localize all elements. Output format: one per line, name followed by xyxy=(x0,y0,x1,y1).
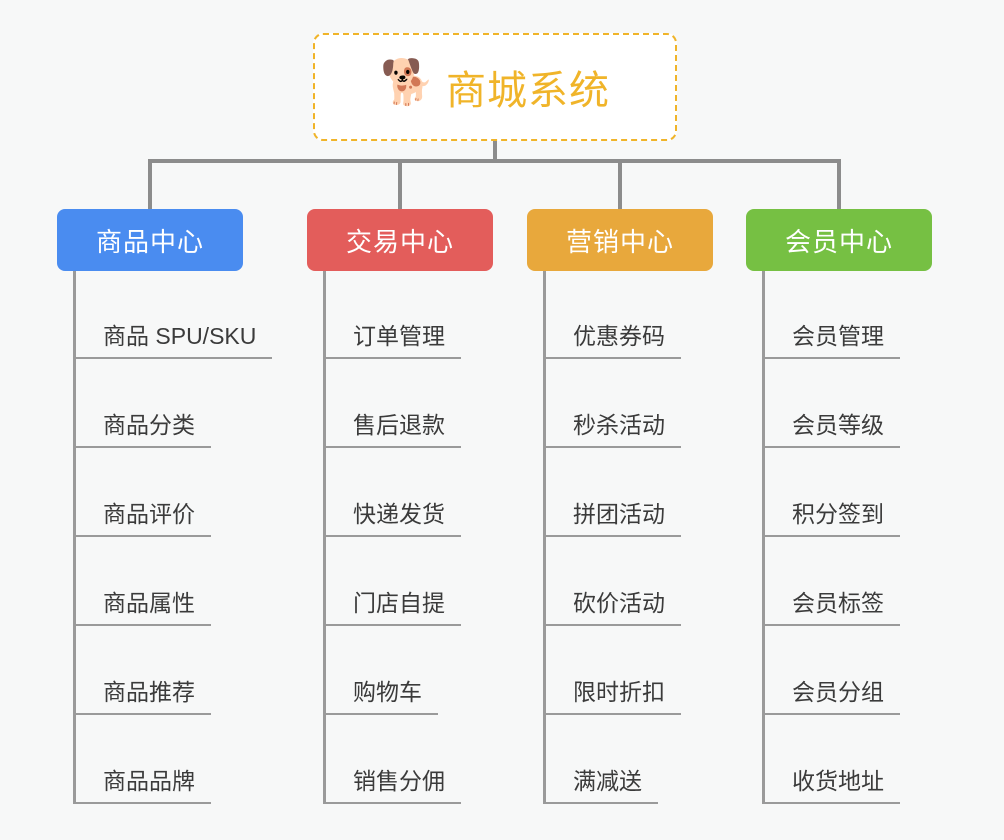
leaf-item-label: 商品评价 xyxy=(73,499,211,537)
branch-drop-connector-trade-center xyxy=(398,159,402,211)
leaf-item-label: 砍价活动 xyxy=(543,588,681,626)
leaf-item[interactable]: 砍价活动 xyxy=(543,580,681,626)
branch-trunk-line xyxy=(323,271,326,804)
leaf-item[interactable]: 会员标签 xyxy=(762,580,900,626)
leaf-item-label: 商品推荐 xyxy=(73,677,211,715)
leaf-item-label: 销售分佣 xyxy=(323,766,461,804)
leaf-item-label: 秒杀活动 xyxy=(543,410,681,448)
leaf-item-label: 商品 SPU/SKU xyxy=(73,321,273,359)
leaf-item[interactable]: 积分签到 xyxy=(762,491,900,537)
horizontal-bus-connector xyxy=(149,159,839,163)
leaf-item-label: 商品品牌 xyxy=(73,766,211,804)
category-label: 会员中心 xyxy=(784,226,893,257)
leaf-item-label: 门店自提 xyxy=(323,588,461,626)
branch-drop-connector-member-center xyxy=(837,159,841,211)
branch-trunk-line xyxy=(73,271,76,804)
leaf-item[interactable]: 商品 SPU/SKU xyxy=(73,313,273,359)
leaf-item-label: 优惠券码 xyxy=(543,321,681,359)
category-label: 营销中心 xyxy=(565,226,674,257)
leaf-item[interactable]: 满减送 xyxy=(543,758,658,804)
leaf-item[interactable]: 商品推荐 xyxy=(73,669,211,715)
leaf-item[interactable]: 会员分组 xyxy=(762,669,900,715)
leaf-item[interactable]: 商品属性 xyxy=(73,580,211,626)
root-node[interactable]: 🐕 商城系统 xyxy=(313,33,677,141)
leaf-item-label: 拼团活动 xyxy=(543,499,681,537)
leaf-item[interactable]: 秒杀活动 xyxy=(543,402,681,448)
category-box-member-center[interactable]: 会员中心 xyxy=(746,209,932,271)
leaf-item-label: 会员等级 xyxy=(762,410,900,448)
leaf-item-label: 会员分组 xyxy=(762,677,900,715)
leaf-item[interactable]: 门店自提 xyxy=(323,580,461,626)
leaf-item-label: 商品属性 xyxy=(73,588,211,626)
leaf-item[interactable]: 购物车 xyxy=(323,669,438,715)
leaf-item-label: 积分签到 xyxy=(762,499,900,537)
branch-trunk-line xyxy=(762,271,765,804)
root-stem-connector xyxy=(493,141,497,163)
category-box-trade-center[interactable]: 交易中心 xyxy=(307,209,493,271)
branch-drop-connector-marketing-center xyxy=(618,159,622,211)
leaf-item[interactable]: 拼团活动 xyxy=(543,491,681,537)
leaf-item[interactable]: 快递发货 xyxy=(323,491,461,537)
category-label: 商品中心 xyxy=(95,226,204,257)
root-title: 商城系统 xyxy=(446,69,610,113)
leaf-item[interactable]: 收货地址 xyxy=(762,758,900,804)
category-label: 交易中心 xyxy=(345,226,454,257)
leaf-item-label: 满减送 xyxy=(543,766,658,804)
leaf-item-label: 会员标签 xyxy=(762,588,900,626)
category-box-marketing-center[interactable]: 营销中心 xyxy=(527,209,713,271)
leaf-item[interactable]: 会员管理 xyxy=(762,313,900,359)
leaf-item-label: 购物车 xyxy=(323,677,438,715)
leaf-item-label: 收货地址 xyxy=(762,766,900,804)
leaf-item-label: 售后退款 xyxy=(323,410,461,448)
leaf-item[interactable]: 商品评价 xyxy=(73,491,211,537)
shiba-dog-face-icon: 🐕 xyxy=(380,58,435,107)
leaf-item[interactable]: 商品品牌 xyxy=(73,758,211,804)
leaf-item-label: 限时折扣 xyxy=(543,677,681,715)
leaf-item-label: 商品分类 xyxy=(73,410,211,448)
leaf-item-label: 订单管理 xyxy=(323,321,461,359)
leaf-item[interactable]: 优惠券码 xyxy=(543,313,681,359)
category-box-product-center[interactable]: 商品中心 xyxy=(57,209,243,271)
leaf-item[interactable]: 会员等级 xyxy=(762,402,900,448)
branch-drop-connector-product-center xyxy=(148,159,152,211)
leaf-item[interactable]: 售后退款 xyxy=(323,402,461,448)
leaf-item[interactable]: 限时折扣 xyxy=(543,669,681,715)
leaf-item[interactable]: 订单管理 xyxy=(323,313,461,359)
leaf-item-label: 快递发货 xyxy=(323,499,461,537)
leaf-item[interactable]: 销售分佣 xyxy=(323,758,461,804)
branch-trunk-line xyxy=(543,271,546,804)
leaf-item[interactable]: 商品分类 xyxy=(73,402,211,448)
leaf-item-label: 会员管理 xyxy=(762,321,900,359)
